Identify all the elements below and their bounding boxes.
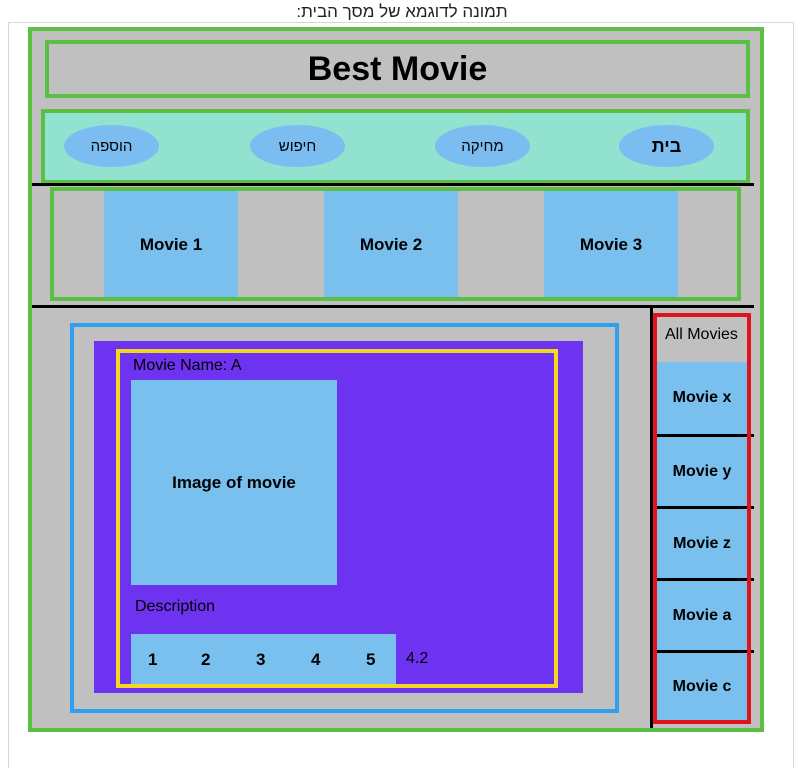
sidebar-movie-item[interactable]: Movie z <box>657 509 747 578</box>
nav-delete-button[interactable]: מחיקה <box>435 125 530 167</box>
description-label: Description <box>135 598 216 615</box>
divider-top <box>32 183 754 186</box>
movie-detail-frame <box>116 349 558 688</box>
sidebar-separator <box>657 506 754 509</box>
nav-frame <box>41 109 750 184</box>
detail-container-frame <box>70 323 619 713</box>
nav-add-button[interactable]: הוספה <box>64 125 159 167</box>
nav-home-button[interactable]: בית <box>619 125 714 167</box>
page-frame <box>8 22 794 768</box>
sidebar-separator <box>657 578 754 581</box>
rating-star-1[interactable]: 1 <box>148 650 158 669</box>
rating-bar <box>131 634 396 684</box>
rating-star-5[interactable]: 5 <box>366 650 376 669</box>
sidebar-movie-item[interactable]: Movie c <box>657 653 747 721</box>
movie-name-label: Movie Name: A <box>133 357 242 374</box>
sidebar-movie-item[interactable]: Movie a <box>657 581 747 650</box>
app-outer-frame <box>28 27 764 732</box>
movie-image: Image of movie <box>131 380 337 585</box>
sidebar-divider <box>650 308 653 728</box>
featured-movies-frame <box>50 187 741 301</box>
featured-movie-card[interactable]: Movie 3 <box>544 191 678 299</box>
nav-search-button[interactable]: חיפוש <box>250 125 345 167</box>
app-title: Best Movie <box>307 49 488 88</box>
rating-value: 4.2 <box>406 650 429 667</box>
sidebar-separator <box>657 434 754 437</box>
sidebar-frame <box>653 313 751 724</box>
sidebar-movie-item[interactable]: Movie y <box>657 437 747 506</box>
sidebar-movie-item[interactable]: Movie x <box>657 362 747 434</box>
rating-star-4[interactable]: 4 <box>311 650 321 669</box>
divider-middle <box>32 305 754 308</box>
figure-caption: תמונה לדוגמא של מסך הבית: <box>296 2 508 21</box>
sidebar-header: All Movies <box>665 326 738 343</box>
rating-star-3[interactable]: 3 <box>256 650 266 669</box>
sidebar-separator <box>657 650 754 653</box>
featured-movie-card[interactable]: Movie 1 <box>104 191 238 299</box>
featured-movie-card[interactable]: Movie 2 <box>324 191 458 299</box>
title-frame <box>45 40 750 98</box>
rating-star-2[interactable]: 2 <box>201 650 211 669</box>
